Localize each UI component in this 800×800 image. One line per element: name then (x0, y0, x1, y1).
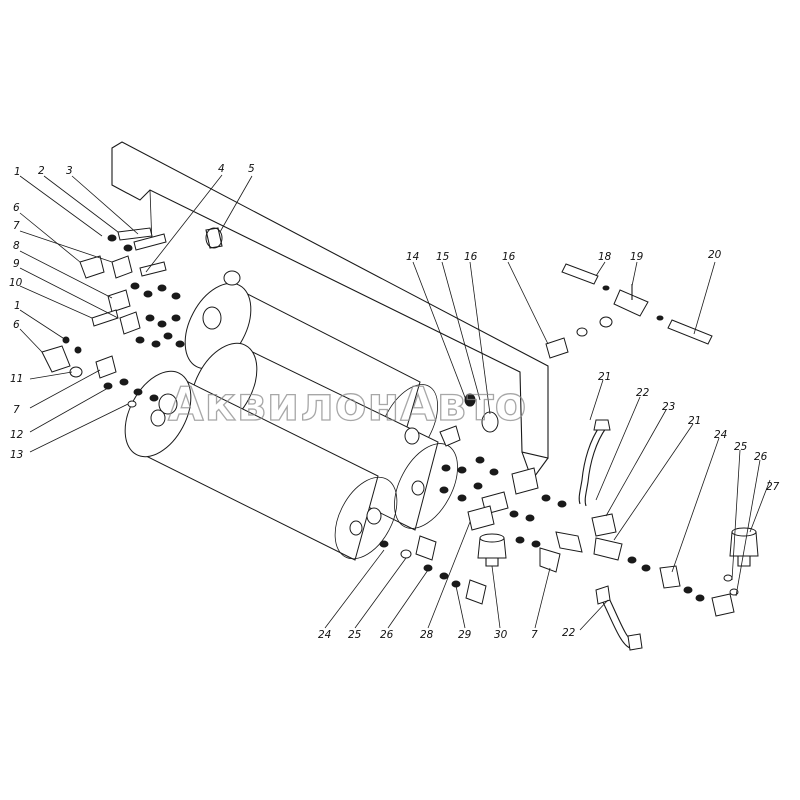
callout-29: 29 (458, 629, 472, 641)
callout-13: 13 (10, 449, 23, 461)
callout-18: 18 (598, 251, 612, 263)
callout-26b: 26 (380, 629, 394, 641)
pressure-sensor-27 (729, 527, 759, 567)
pressure-sensor-30 (477, 533, 507, 567)
callout-25a: 25 (734, 441, 748, 453)
clamp-part-5 (205, 227, 223, 249)
callout-22b: 22 (562, 627, 576, 639)
callout-1b: 1 (14, 300, 21, 312)
callout-9: 9 (13, 258, 20, 270)
callout-6a: 6 (13, 202, 20, 214)
callout-10: 10 (9, 277, 23, 289)
leader-lines (19, 174, 771, 631)
callout-24a: 24 (714, 429, 727, 441)
callout-3: 3 (66, 165, 73, 177)
callout-28: 28 (420, 629, 434, 641)
callout-23: 23 (662, 401, 675, 413)
tee-assembly (545, 263, 713, 359)
callout-5: 5 (248, 163, 255, 175)
hose-22-lower (595, 585, 643, 651)
callout-21a: 21 (598, 371, 611, 383)
callout-27: 27 (766, 481, 780, 493)
callout-7b: 7 (13, 404, 20, 416)
callout-15: 15 (436, 251, 450, 263)
callout-4: 4 (218, 163, 225, 175)
callout-14: 14 (406, 251, 419, 263)
callout-12: 12 (10, 429, 24, 441)
callout-30: 30 (494, 629, 508, 641)
callout-16a: 16 (464, 251, 478, 263)
callout-1a: 1 (14, 166, 21, 178)
right-fittings (379, 393, 739, 617)
callout-2: 2 (38, 165, 45, 177)
callout-labels: 1 2 3 4 5 6 7 8 9 10 1 6 11 7 12 13 14 1… (9, 163, 780, 641)
callout-20: 20 (708, 249, 722, 261)
callout-24b: 24 (318, 629, 331, 641)
left-fittings (41, 227, 185, 408)
watermark-text: АквилонАвто (168, 377, 527, 431)
callout-21b: 21 (688, 415, 701, 427)
callout-19: 19 (630, 251, 644, 263)
callout-7c: 7 (531, 629, 538, 641)
callout-11: 11 (10, 373, 23, 385)
callout-25b: 25 (348, 629, 362, 641)
callout-6b: 6 (13, 319, 20, 331)
callout-16b: 16 (502, 251, 516, 263)
hose-22-upper (578, 419, 611, 507)
callout-7a: 7 (13, 220, 20, 232)
callout-26a: 26 (754, 451, 768, 463)
callout-8: 8 (13, 240, 20, 252)
callout-22a: 22 (636, 387, 650, 399)
